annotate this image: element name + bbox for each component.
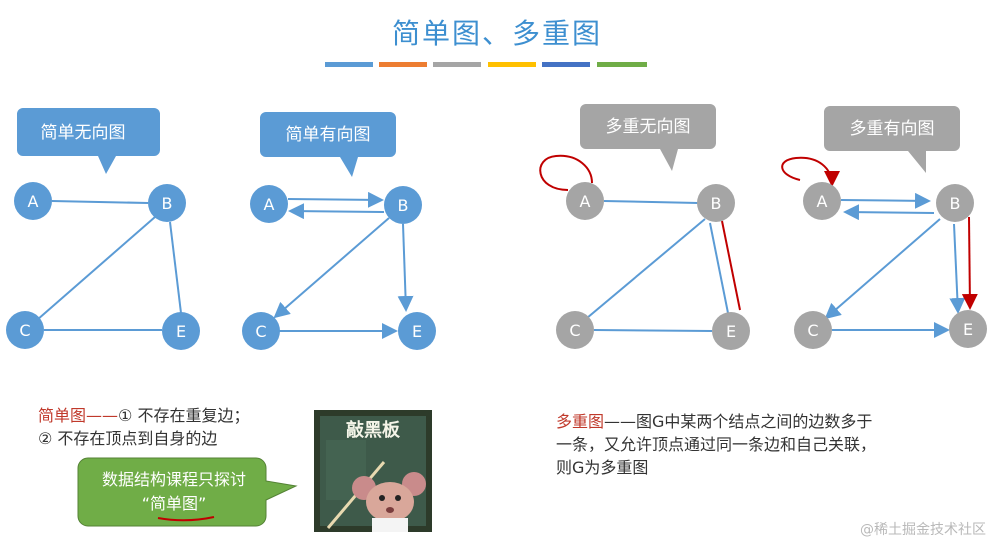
watermark: @稀土掘金技术社区 (860, 522, 986, 538)
meme-caption: 敲黑板 (346, 419, 401, 441)
callout-simple-undirected: 简单无向图 (17, 108, 160, 174)
node-label: C (19, 321, 30, 340)
node-b (936, 184, 974, 222)
multi-def-dash: —— (604, 412, 637, 431)
node-label: C (569, 321, 580, 340)
node-label: B (398, 196, 409, 215)
node-label: E (726, 322, 736, 341)
edge-b-e-parallel (721, 220, 741, 311)
node-label: B (162, 194, 173, 213)
callout-label: 简单无向图 (41, 123, 126, 143)
node-b (148, 184, 186, 222)
node-e (162, 312, 200, 350)
edge-b-e-parallel (961, 216, 978, 310)
node-c (794, 311, 832, 349)
multigraph-definition: 多重图——图G中某两个结点之间的边数多于 一条，又允许顶点通过同一条边和自己关联… (556, 410, 966, 479)
page-title: 简单图、多重图 (391, 17, 602, 50)
node-label: A (817, 192, 828, 211)
edge-b-c (36, 216, 156, 321)
edge-a-b (51, 200, 149, 204)
color-bar-segment (325, 62, 373, 67)
node-b (384, 186, 422, 224)
green-note-text: 数据结构课程只探讨 “简单图” (84, 468, 264, 516)
node-c (556, 311, 594, 349)
simple-def-term: 简单图 (38, 406, 87, 425)
node-a (14, 182, 52, 220)
node-c (6, 311, 44, 349)
meme-image: 敲黑板 (314, 410, 432, 532)
node-e (712, 312, 750, 350)
edge-a-a-loop (781, 156, 840, 187)
callout-simple-directed: 简单有向图 (260, 112, 396, 177)
edge-b-a (288, 203, 385, 220)
node-label: B (711, 194, 722, 213)
graph-multi-undirected: A B C E (539, 154, 750, 350)
green-note-line1: 数据结构课程只探讨 (101, 470, 246, 489)
edge-b-c (273, 217, 390, 319)
color-bar-segment (488, 62, 536, 67)
edge-b-e (397, 223, 414, 312)
node-label: B (950, 194, 961, 213)
multi-def-line3: 则G为多重图 (556, 458, 649, 477)
node-label: A (264, 195, 275, 214)
node-a (250, 185, 288, 223)
multi-def-text1: 图G中某两个结点之间的边数多于 (636, 412, 873, 431)
mouse-head-icon (366, 482, 414, 522)
color-bar-segment (597, 62, 647, 67)
node-label: C (807, 321, 818, 340)
edge-b-a (843, 204, 935, 221)
simple-def-dash: —— (86, 406, 119, 425)
node-a (566, 182, 604, 220)
multi-def-term: 多重图 (556, 412, 605, 431)
node-label: E (412, 322, 422, 341)
callout-multi-undirected: 多重无向图 (580, 104, 716, 171)
edge-b-c (586, 218, 706, 319)
underline-mark (157, 516, 215, 522)
simple-def-line1: 简单图——① 不存在重复边； (38, 404, 308, 427)
simple-def-item1: ① 不存在重复边； (118, 406, 250, 425)
graph-simple-directed: A B C E (242, 185, 436, 350)
callout-label: 多重有向图 (850, 119, 935, 139)
node-a (803, 182, 841, 220)
node-b (697, 184, 735, 222)
callout-label: 简单有向图 (286, 125, 371, 145)
node-e (398, 312, 436, 350)
edge-a-a-loop (539, 154, 593, 191)
node-c (242, 312, 280, 350)
color-bar-segment (542, 62, 590, 67)
node-e (949, 310, 987, 348)
node-label: E (176, 322, 186, 341)
edge-b-e (169, 221, 182, 314)
edge-a-b (603, 200, 699, 204)
graph-simple-undirected: A B C E (6, 182, 200, 350)
node-label: A (580, 192, 591, 211)
simple-def-item2: ② 不存在顶点到自身的边 (38, 429, 218, 448)
callout-label: 多重无向图 (606, 117, 691, 137)
green-note-line2: “简单图” (141, 494, 207, 513)
edge-a-b (840, 192, 931, 209)
edge-b-e (709, 222, 729, 314)
edge-c-e (593, 329, 713, 332)
graph-multi-directed: A B C E (781, 156, 987, 349)
simple-graph-definition: 简单图——① 不存在重复边； ② 不存在顶点到自身的边 (38, 404, 308, 450)
multi-def-line1: 多重图——图G中某两个结点之间的边数多于 (556, 410, 966, 433)
edge-b-c (824, 218, 941, 320)
color-bar-segment (379, 62, 427, 67)
multi-def-line2: 一条，又允许顶点通过同一条边和自己关联， (556, 435, 877, 454)
node-label: E (963, 320, 973, 339)
node-label: A (28, 192, 39, 211)
color-bar-segment (433, 62, 481, 67)
edge-b-e (949, 223, 966, 314)
edge-a-b (287, 191, 384, 208)
green-callout (77, 457, 298, 527)
callout-multi-directed: 多重有向图 (824, 106, 960, 173)
node-label: C (255, 322, 266, 341)
